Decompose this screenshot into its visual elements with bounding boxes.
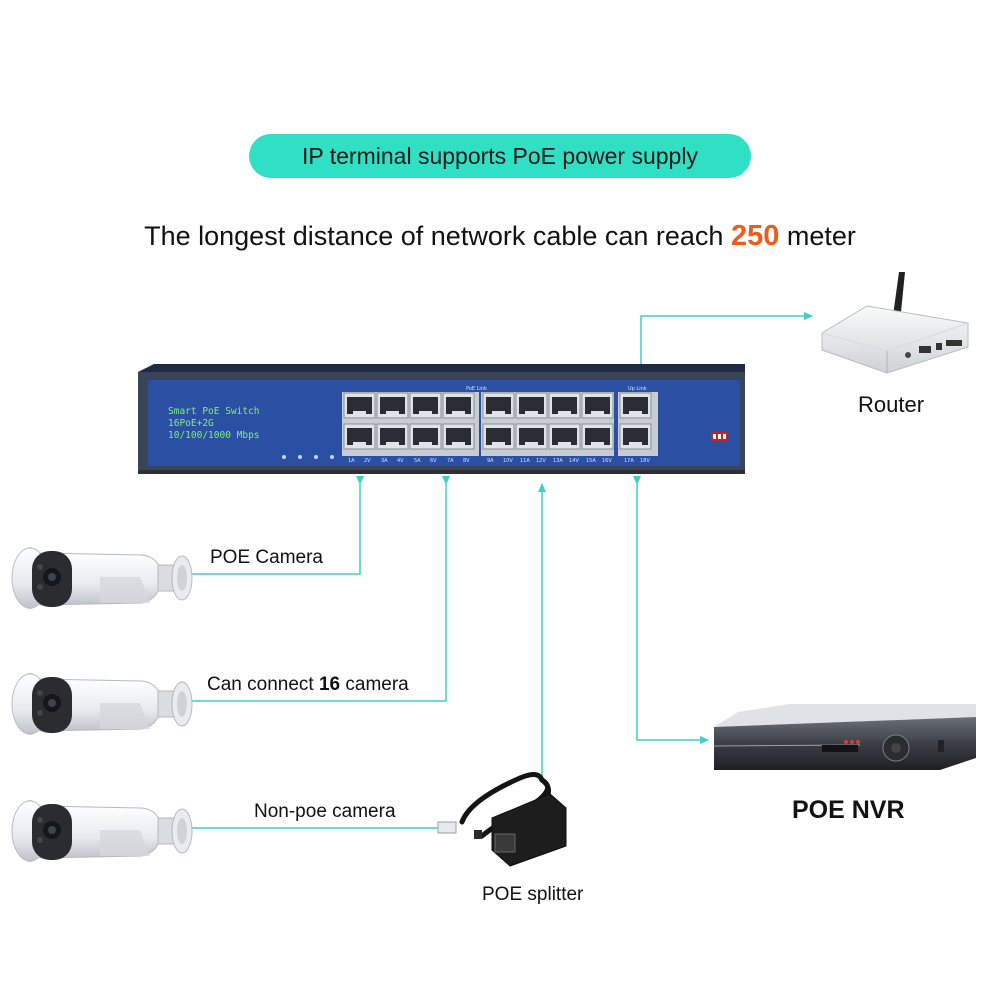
- port-label: 18V: [640, 458, 650, 464]
- port-label: 14V: [569, 458, 579, 464]
- can-connect-label: Can connect 16 camera: [207, 674, 409, 696]
- nvr-image: [713, 704, 976, 770]
- port-label: 17A: [624, 458, 634, 464]
- headline: The longest distance of network cable ca…: [0, 220, 1000, 253]
- connector-lines: [177, 312, 813, 832]
- ethernet-port: [515, 392, 548, 419]
- ethernet-port: [515, 423, 548, 450]
- ethernet-port: [619, 392, 652, 419]
- switch-line3: 10/100/1000 Mbps: [168, 430, 260, 441]
- headline-number: 250: [730, 220, 780, 252]
- port-labels: 1A 2V 3A 4V 5A 6V 7A 8V 9A 10V 11A 12V 13A 14V 15A 16V 1…: [348, 458, 650, 464]
- poe-splitter-image: [437, 772, 567, 867]
- port-label: 4V: [397, 458, 404, 464]
- line-nvr: [633, 476, 709, 744]
- led-power: [282, 455, 286, 459]
- uplink-label: Up Link: [628, 386, 647, 392]
- ethernet-port: [548, 392, 581, 419]
- ethernet-port: [442, 423, 475, 450]
- led-k3: [298, 455, 302, 459]
- port-label: 11A: [520, 458, 530, 464]
- camera-1-image: [11, 546, 193, 610]
- switch-line2: 16PoE+2G: [168, 418, 214, 429]
- headline-prefix: The longest distance of network cable ca…: [144, 221, 731, 251]
- banner: IP terminal supports PoE power supply: [249, 134, 751, 178]
- poe-nvr-label: POE NVR: [792, 796, 905, 824]
- ethernet-port: [581, 423, 614, 450]
- port-label: 6V: [430, 458, 437, 464]
- port-label: 9A: [487, 458, 494, 464]
- port-label: 16V: [602, 458, 612, 464]
- can-connect-number: 16: [318, 674, 341, 695]
- switch-line1: Smart PoE Switch: [168, 406, 260, 417]
- camera-2-image: [11, 672, 193, 736]
- port-label: 7A: [447, 458, 454, 464]
- ethernet-port: [376, 392, 409, 419]
- port-label: 1A: [348, 458, 355, 464]
- router-image: [821, 272, 969, 374]
- ethernet-port: [376, 423, 409, 450]
- port-label: 2V: [364, 458, 371, 464]
- ethernet-port: [482, 392, 515, 419]
- ethernet-port: [409, 392, 442, 419]
- ethernet-port: [442, 392, 475, 419]
- port-label: 5A: [414, 458, 421, 464]
- ethernet-port: [619, 423, 652, 450]
- port-label: 8V: [463, 458, 470, 464]
- poe-camera-label: POE Camera: [210, 547, 323, 568]
- ethernet-port: [482, 423, 515, 450]
- ethernet-port: [343, 392, 376, 419]
- port-label: 13A: [553, 458, 563, 464]
- port-label: 15A: [586, 458, 596, 464]
- led-k2: [314, 455, 318, 459]
- line-16-camera: [177, 476, 450, 705]
- poe-link-label: PoE Link: [466, 386, 487, 392]
- poe-switch: Smart PoE Switch 16PoE+2G 10/100/1000 Mb…: [138, 364, 745, 474]
- can-connect-prefix: Can connect: [207, 674, 319, 695]
- non-poe-camera-label: Non-poe camera: [254, 801, 396, 822]
- poe-splitter-label: POE splitter: [482, 884, 584, 905]
- port-label: 3A: [381, 458, 388, 464]
- port-label: 12V: [536, 458, 546, 464]
- led-k1: [330, 455, 334, 459]
- can-connect-suffix: camera: [340, 674, 409, 695]
- router-label: Router: [858, 392, 925, 417]
- ethernet-port: [581, 392, 614, 419]
- ethernet-port: [343, 423, 376, 450]
- ethernet-port: [548, 423, 581, 450]
- headline-suffix: meter: [779, 221, 856, 251]
- port-label: 10V: [503, 458, 513, 464]
- ethernet-port: [409, 423, 442, 450]
- camera-3-image: [11, 799, 193, 863]
